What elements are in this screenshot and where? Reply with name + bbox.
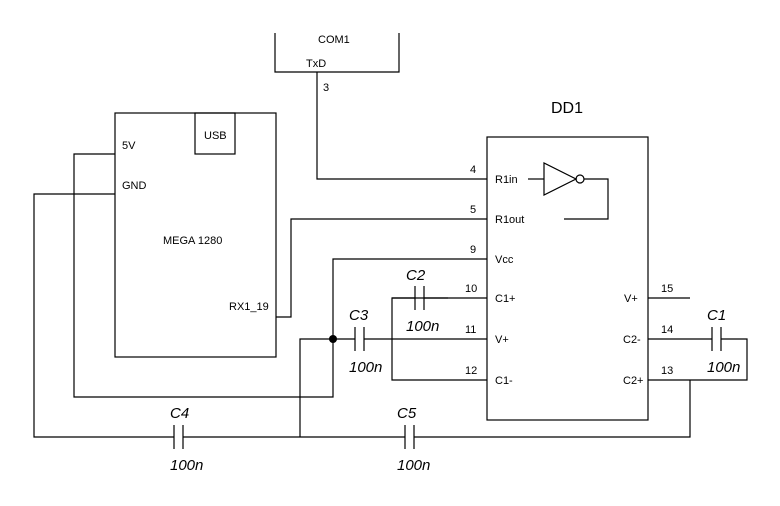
pin-11-number: 11	[465, 324, 476, 336]
txd-pin-number: 3	[323, 82, 329, 94]
pin-c1plus-label: C1+	[495, 293, 516, 305]
usb-label: USB	[204, 130, 227, 142]
capacitor-c4: C4 100n	[170, 405, 203, 474]
pin-gnd-label: GND	[122, 180, 147, 192]
mega1280-board: USB MEGA 1280 5V GND RX1_19	[114, 112, 277, 358]
com1-label: COM1	[318, 34, 350, 46]
pin-r1in-label: R1in	[495, 174, 518, 186]
pin-13-number: 13	[661, 365, 673, 377]
pin-5-number: 5	[470, 204, 476, 216]
capacitor-c1: C1 100n	[707, 307, 740, 376]
c5-value: 100n	[397, 457, 430, 474]
pin-15-number: 15	[661, 283, 673, 295]
capacitor-c5: C5 100n	[397, 405, 430, 474]
c5-ref: C5	[397, 405, 417, 422]
c3-ref: C3	[349, 307, 369, 324]
pin-9-number: 9	[470, 244, 476, 256]
pin-5v-label: 5V	[122, 140, 136, 152]
c1-ref: C1	[707, 307, 726, 324]
pin-10-number: 10	[465, 283, 477, 295]
usb-port	[194, 112, 236, 155]
pin-vcc-label: Vcc	[495, 254, 514, 266]
pin-vplus-right-label: V+	[624, 293, 638, 305]
c2-ref: C2	[406, 267, 426, 284]
c1-value: 100n	[707, 359, 740, 376]
junction-dot	[329, 335, 337, 343]
pin-c2plus-label: C2+	[623, 375, 644, 387]
pin-4-number: 4	[470, 164, 476, 176]
c4-value: 100n	[170, 457, 203, 474]
c3-value: 100n	[349, 359, 382, 376]
pin-14-number: 14	[661, 324, 673, 336]
pin-vplus-label: V+	[495, 334, 509, 346]
pin-rx-label: RX1_19	[229, 301, 269, 313]
dd1-label: DD1	[551, 100, 583, 117]
com1-connector: COM1 TxD 3	[274, 33, 400, 94]
c2-value: 100n	[406, 318, 439, 335]
wires	[33, 72, 748, 438]
txd-label: TxD	[306, 58, 326, 70]
pin-r1out-label: R1out	[495, 214, 524, 226]
pin-c2minus-label: C2-	[623, 334, 641, 346]
mega1280-label: MEGA 1280	[163, 235, 222, 247]
pin-12-number: 12	[465, 365, 477, 377]
c4-ref: C4	[170, 405, 189, 422]
capacitor-c2: C2 100n	[406, 267, 448, 335]
pin-c1minus-label: C1-	[495, 375, 513, 387]
dd1-chip: DD1 4 5 9 10 11 12 R1in R1out Vcc C1+ V+…	[448, 100, 690, 421]
inverter-symbol	[528, 162, 609, 220]
capacitor-c3: C3 100n	[349, 307, 382, 376]
